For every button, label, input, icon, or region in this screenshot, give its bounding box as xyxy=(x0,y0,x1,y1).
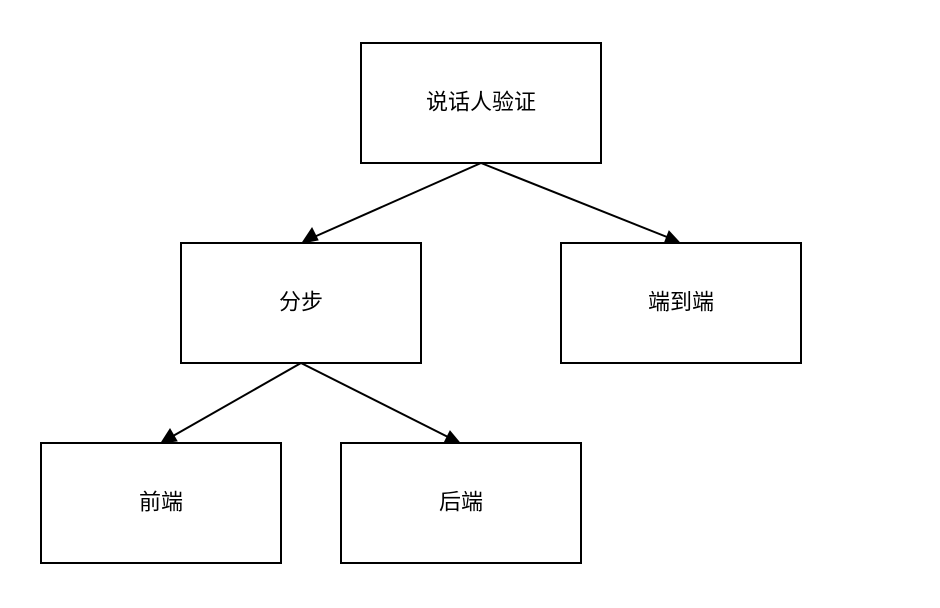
node-box xyxy=(180,242,422,364)
edge-line xyxy=(480,162,668,238)
edge-line xyxy=(300,362,449,438)
node-frontend: 前端 xyxy=(40,442,282,564)
node-stepwise: 分步 xyxy=(180,242,422,364)
edges xyxy=(160,162,682,444)
edge-root-to-end-to-end xyxy=(480,162,682,245)
arrowhead-icon xyxy=(300,227,319,244)
node-box xyxy=(360,42,602,164)
node-backend: 后端 xyxy=(340,442,582,564)
node-root: 说话人验证 xyxy=(360,42,602,164)
edge-line xyxy=(313,162,482,238)
edge-stepwise-to-backend xyxy=(300,362,462,444)
node-label-frontend: 前端 xyxy=(139,491,183,516)
edge-line xyxy=(172,362,302,437)
node-box xyxy=(40,442,282,564)
node-box xyxy=(560,242,802,364)
edge-stepwise-to-frontend xyxy=(160,362,302,444)
node-label-backend: 后端 xyxy=(439,491,483,516)
node-label-stepwise: 分步 xyxy=(279,291,323,316)
arrowhead-icon xyxy=(160,428,178,444)
edge-root-to-stepwise xyxy=(300,162,482,244)
node-box xyxy=(340,442,582,564)
node-label-root: 说话人验证 xyxy=(426,91,536,116)
node-label-end-to-end: 端到端 xyxy=(648,291,714,316)
node-end-to-end: 端到端 xyxy=(560,242,802,364)
